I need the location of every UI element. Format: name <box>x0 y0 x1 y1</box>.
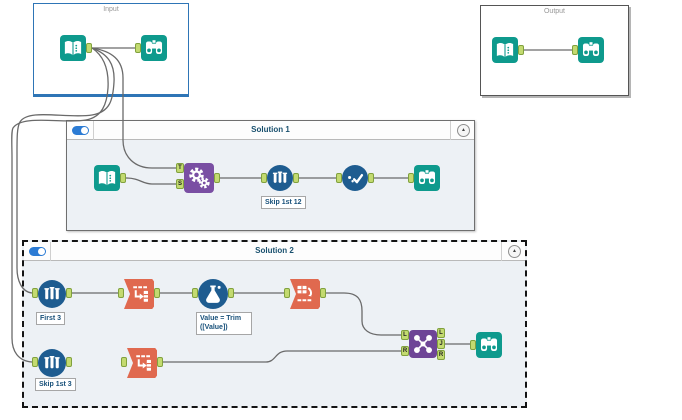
toggle-knob <box>38 248 45 255</box>
join-molecule-icon <box>414 335 432 353</box>
container-solution2[interactable]: Solution 2 ▲ <box>22 240 527 408</box>
solution2-header: Solution 2 ▲ <box>24 242 525 261</box>
anchor-output[interactable] <box>293 173 299 183</box>
container-label: Input <box>103 6 119 13</box>
book-icon <box>496 42 514 58</box>
toggle-knob <box>81 127 88 134</box>
solution1-enable-toggle[interactable] <box>72 126 89 135</box>
anchor-macro-t-input[interactable]: T <box>176 163 184 173</box>
solution1-collapse-button[interactable]: ▲ <box>457 124 470 137</box>
container-label: Output <box>543 8 565 15</box>
tool-input-data-output[interactable] <box>492 37 518 63</box>
tool-sample-skip3[interactable] <box>38 349 66 377</box>
anchor-output[interactable] <box>320 288 326 298</box>
anchor-join-l-output[interactable]: L <box>437 328 445 338</box>
anchor-join-j-output[interactable]: J <box>437 339 445 349</box>
anchor-output[interactable] <box>214 173 220 183</box>
anchor-join-r-input[interactable]: R <box>401 346 409 356</box>
header-divider <box>501 242 502 261</box>
text-to-columns-icon <box>136 355 151 371</box>
anchor-input[interactable] <box>118 288 124 298</box>
solution1-header: Solution 1 ▲ <box>67 121 474 140</box>
anchor-input[interactable] <box>336 173 342 183</box>
test-tubes-icon <box>272 171 288 183</box>
tool-browse-s1[interactable] <box>414 165 440 191</box>
tool-browse-output[interactable] <box>578 37 604 63</box>
anchor-input[interactable] <box>408 173 414 183</box>
anchor-output[interactable] <box>518 45 524 55</box>
annotation-skip-1st-12[interactable]: Skip 1st 12 <box>261 196 306 210</box>
tool-input-data-s1[interactable] <box>94 165 120 191</box>
annotation-skip-1st-3[interactable]: Skip 1st 3 <box>35 378 76 392</box>
text-to-columns-icon <box>133 286 148 302</box>
tool-text-to-columns-2[interactable] <box>127 348 157 378</box>
anchor-input[interactable] <box>32 357 38 367</box>
binoculars-icon <box>480 337 498 351</box>
test-tubes-icon <box>44 356 60 369</box>
anchor-input[interactable] <box>261 173 267 183</box>
tool-macro-s1[interactable] <box>184 163 214 193</box>
anchor-output[interactable] <box>66 288 72 298</box>
anchor-join-r-output[interactable]: R <box>437 350 445 360</box>
anchor-input[interactable] <box>32 288 38 298</box>
binoculars-icon <box>418 170 436 184</box>
solution2-enable-toggle[interactable] <box>29 247 46 256</box>
anchor-input[interactable] <box>470 340 476 350</box>
anchor-output[interactable] <box>154 288 160 298</box>
book-icon <box>98 170 116 186</box>
annotation-formula[interactable]: Value = Trim ([Value]) <box>196 312 252 335</box>
transpose-icon <box>297 285 313 302</box>
tool-unique-s1[interactable] <box>342 165 368 191</box>
tool-sample-first3[interactable] <box>38 280 66 308</box>
anchor-input[interactable] <box>135 43 141 53</box>
anchor-macro-s-input[interactable]: S <box>176 179 184 189</box>
tool-formula[interactable] <box>198 279 228 309</box>
chevron-up-icon: ▲ <box>461 127 466 133</box>
annotation-first-3[interactable]: First 3 <box>36 312 66 326</box>
binoculars-icon <box>145 40 163 54</box>
checkmark-icon <box>348 173 364 184</box>
solution2-title: Solution 2 <box>255 246 294 255</box>
tool-input-data-main[interactable] <box>60 35 86 61</box>
chevron-up-icon: ▲ <box>512 248 517 254</box>
tool-sample-s1[interactable] <box>267 165 293 191</box>
anchor-output[interactable] <box>368 173 374 183</box>
anchor-output[interactable] <box>86 43 92 53</box>
anchor-input[interactable] <box>284 288 290 298</box>
solution1-title: Solution 1 <box>251 125 290 134</box>
flask-icon <box>206 285 221 303</box>
anchor-output[interactable] <box>157 357 163 367</box>
anchor-output[interactable] <box>228 288 234 298</box>
anchor-output[interactable] <box>120 173 126 183</box>
anchor-output[interactable] <box>66 357 72 367</box>
tool-browse-main[interactable] <box>141 35 167 61</box>
anchor-input[interactable] <box>572 45 578 55</box>
test-tubes-icon <box>44 287 60 300</box>
anchor-join-l-input[interactable]: L <box>401 330 409 340</box>
binoculars-icon <box>582 42 600 56</box>
tool-join[interactable] <box>409 330 437 358</box>
book-icon <box>64 40 82 56</box>
solution2-collapse-button[interactable]: ▲ <box>508 245 521 258</box>
gears-icon <box>189 167 210 189</box>
tool-browse-s2[interactable] <box>476 332 502 358</box>
header-divider <box>450 121 451 140</box>
anchor-input[interactable] <box>192 288 198 298</box>
anchor-input[interactable] <box>121 357 127 367</box>
